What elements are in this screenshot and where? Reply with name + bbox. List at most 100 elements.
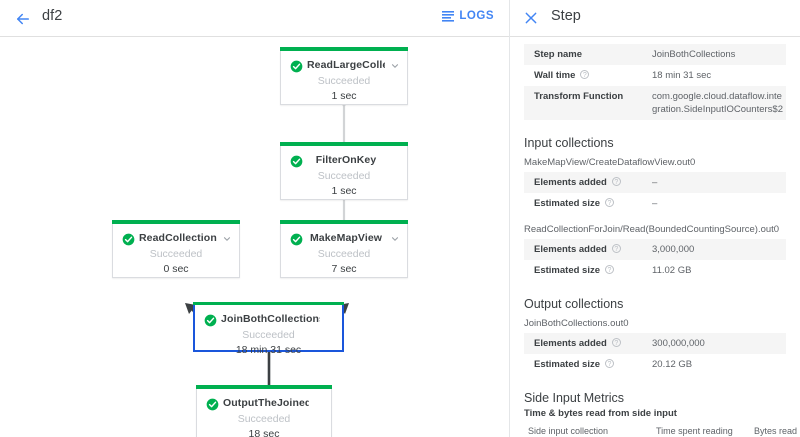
logs-button-label: LOGS bbox=[459, 10, 494, 22]
node-time: 18 sec bbox=[248, 428, 280, 437]
node-status: Succeeded bbox=[317, 248, 371, 260]
help-icon[interactable]: ? bbox=[611, 244, 621, 253]
node-status-bar bbox=[193, 302, 344, 305]
arrow-left-icon[interactable] bbox=[14, 10, 32, 28]
table-row: Elements added? 300,000,000 bbox=[524, 333, 786, 354]
node-time: 0 sec bbox=[163, 263, 189, 275]
chevron-down-icon[interactable] bbox=[222, 234, 232, 244]
side-input-metrics-subtitle: Time & bytes read from side input bbox=[524, 408, 677, 419]
input-collection-1-table: Elements added? 3,000,000 Estimated size… bbox=[524, 239, 786, 281]
node-status: Succeeded bbox=[317, 75, 371, 87]
node-name: ReadCollectionForJoin bbox=[139, 232, 217, 244]
graph-node-output-the-joined-collection[interactable]: OutputTheJoinedCollec… Succeeded 18 sec bbox=[196, 385, 332, 437]
collection-name: MakeMapView/CreateDataflowView.out0 bbox=[524, 157, 696, 168]
node-time: 1 sec bbox=[331, 90, 357, 102]
table-header-row: Side input collection Time spent reading… bbox=[524, 423, 800, 437]
metric-value: 11.02 GB bbox=[652, 265, 692, 276]
help-icon[interactable]: ? bbox=[611, 177, 621, 186]
metric-key-label: Estimated size bbox=[534, 198, 600, 209]
help-icon[interactable]: ? bbox=[580, 70, 590, 79]
help-icon[interactable]: ? bbox=[605, 359, 614, 368]
check-circle-icon bbox=[290, 155, 303, 168]
table-row: Transform Function com.google.cloud.data… bbox=[524, 86, 786, 120]
node-status-bar bbox=[280, 47, 408, 51]
node-time: 18 min 31 sec bbox=[235, 344, 302, 356]
node-status-bar bbox=[280, 142, 408, 146]
column-header-time: Time spent reading bbox=[652, 423, 750, 437]
property-value: com.google.cloud.dataflow.integration.Si… bbox=[652, 91, 783, 115]
chevron-down-icon[interactable] bbox=[390, 234, 400, 244]
step-details-panel: Step Step name JoinBothCollections Wall … bbox=[510, 0, 800, 437]
page-title: df2 bbox=[42, 8, 63, 24]
node-status: Succeeded bbox=[242, 329, 295, 341]
help-icon[interactable]: ? bbox=[605, 198, 614, 207]
node-name: OutputTheJoinedCollec… bbox=[223, 397, 309, 409]
check-circle-icon bbox=[290, 233, 303, 246]
metric-key-label: Estimated size bbox=[534, 359, 600, 370]
table-row: Estimated size? – bbox=[524, 193, 786, 214]
graph-edges bbox=[185, 97, 349, 386]
close-icon[interactable] bbox=[523, 10, 539, 26]
step-panel-title: Step bbox=[551, 8, 581, 24]
spacer bbox=[510, 214, 800, 223]
property-key: Step name bbox=[524, 44, 642, 65]
node-name: MakeMapView bbox=[309, 232, 383, 244]
side-input-metrics-title: Side Input Metrics bbox=[524, 391, 625, 405]
input-collection-0-table: Elements added? – Estimated size? – bbox=[524, 172, 786, 214]
metric-key-label: Elements added bbox=[534, 338, 607, 349]
node-status: Succeeded bbox=[317, 170, 371, 182]
node-name: ReadLargeCollectionFr… bbox=[307, 59, 385, 71]
check-circle-icon bbox=[204, 314, 217, 327]
help-icon[interactable]: ? bbox=[611, 338, 621, 347]
metric-key: Elements added? bbox=[524, 333, 642, 354]
property-key-label: Transform Function bbox=[534, 91, 624, 102]
column-header-bytes: Bytes read bbox=[750, 423, 800, 437]
node-name: JoinBothCollections bbox=[221, 313, 320, 325]
metric-value: – bbox=[652, 198, 658, 209]
pipeline-graph-pane: df2 LOGS bbox=[0, 0, 510, 437]
node-status-bar bbox=[196, 385, 332, 389]
graph-node-read-large-collection[interactable]: ReadLargeCollectionFr… Succeeded 1 sec bbox=[280, 47, 408, 105]
check-circle-icon bbox=[206, 398, 219, 411]
table-row: Elements added? 3,000,000 bbox=[524, 239, 786, 260]
metric-key: Elements added? bbox=[524, 239, 642, 260]
property-value: JoinBothCollections bbox=[652, 49, 736, 60]
node-status: Succeeded bbox=[237, 413, 291, 425]
metric-key-label: Elements added bbox=[534, 177, 607, 188]
metric-key: Estimated size? bbox=[524, 260, 642, 281]
step-panel-header: Step bbox=[510, 0, 800, 37]
chevron-down-icon[interactable] bbox=[390, 61, 400, 71]
table-row: Estimated size? 20.12 GB bbox=[524, 354, 786, 375]
metric-key: Estimated size? bbox=[524, 354, 642, 375]
node-time: 7 sec bbox=[331, 263, 357, 275]
table-row: Elements added? – bbox=[524, 172, 786, 193]
table-row: Step name JoinBothCollections bbox=[524, 44, 786, 65]
graph-node-read-collection-for-join[interactable]: ReadCollectionForJoin Succeeded 0 sec bbox=[112, 220, 240, 278]
property-value: 18 min 31 sec bbox=[652, 70, 712, 81]
top-toolbar: df2 LOGS bbox=[0, 0, 509, 37]
metric-value: 3,000,000 bbox=[652, 244, 695, 255]
graph-node-join-both-collections[interactable]: JoinBothCollections Succeeded 18 min 31 … bbox=[193, 302, 344, 356]
pipeline-graph-canvas[interactable]: ReadLargeCollectionFr… Succeeded 1 sec F… bbox=[0, 37, 509, 437]
step-properties-table: Step name JoinBothCollections Wall time?… bbox=[524, 44, 786, 120]
collection-name: ReadCollectionForJoin/Read(BoundedCounti… bbox=[524, 224, 780, 235]
output-collections-title: Output collections bbox=[524, 297, 624, 311]
check-circle-icon bbox=[290, 60, 303, 73]
metric-value: 300,000,000 bbox=[652, 338, 705, 349]
step-panel-body[interactable]: Step name JoinBothCollections Wall time?… bbox=[510, 38, 800, 437]
input-collections-title: Input collections bbox=[524, 136, 614, 150]
graph-node-make-map-view[interactable]: MakeMapView Succeeded 7 sec bbox=[280, 220, 408, 278]
node-status-bar bbox=[280, 220, 408, 224]
logs-button[interactable]: LOGS bbox=[440, 9, 496, 23]
help-icon[interactable]: ? bbox=[605, 265, 614, 274]
node-name: FilterOnKey bbox=[315, 154, 377, 166]
graph-node-filter-on-key[interactable]: FilterOnKey Succeeded 1 sec bbox=[280, 142, 408, 200]
node-status: Succeeded bbox=[149, 248, 203, 260]
table-row: Estimated size? 11.02 GB bbox=[524, 260, 786, 281]
collection-name: JoinBothCollections.out0 bbox=[524, 318, 629, 329]
output-collection-0-table: Elements added? 300,000,000 Estimated si… bbox=[524, 333, 786, 375]
property-key-label: Step name bbox=[534, 49, 583, 60]
property-key: Wall time? bbox=[524, 65, 642, 86]
property-key-label: Wall time bbox=[534, 70, 576, 81]
